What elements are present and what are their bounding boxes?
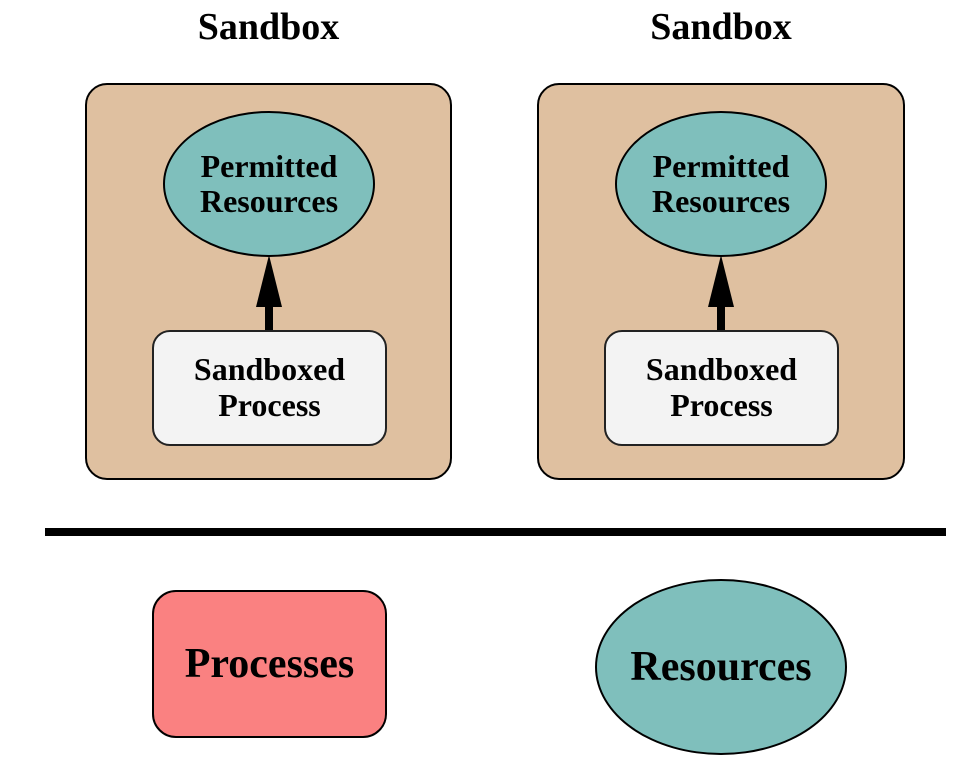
sandboxed-process-label: Sandboxed Process <box>645 351 798 423</box>
sandbox-title-2: Sandbox <box>650 6 792 48</box>
permitted-resources-ellipse-2: Permitted Resources <box>615 111 827 257</box>
permitted-resources-label: Permitted Resources <box>199 147 339 219</box>
permitted-resources-ellipse-1: Permitted Resources <box>163 111 375 257</box>
processes-box: Processes <box>152 590 387 738</box>
sandboxed-process-box-1: Sandboxed Process <box>152 330 387 446</box>
arrow-up-icon <box>708 255 734 333</box>
processes-label: Processes <box>184 641 355 687</box>
sandbox-title-1: Sandbox <box>197 6 340 48</box>
resources-label: Resources <box>630 644 812 690</box>
divider-line <box>45 528 946 536</box>
resources-ellipse: Resources <box>595 579 847 755</box>
sandboxed-process-box-2: Sandboxed Process <box>604 330 839 446</box>
arrow-up-icon <box>256 255 282 333</box>
permitted-resources-label: Permitted Resources <box>651 147 791 219</box>
sandboxed-process-label: Sandboxed Process <box>193 351 346 423</box>
